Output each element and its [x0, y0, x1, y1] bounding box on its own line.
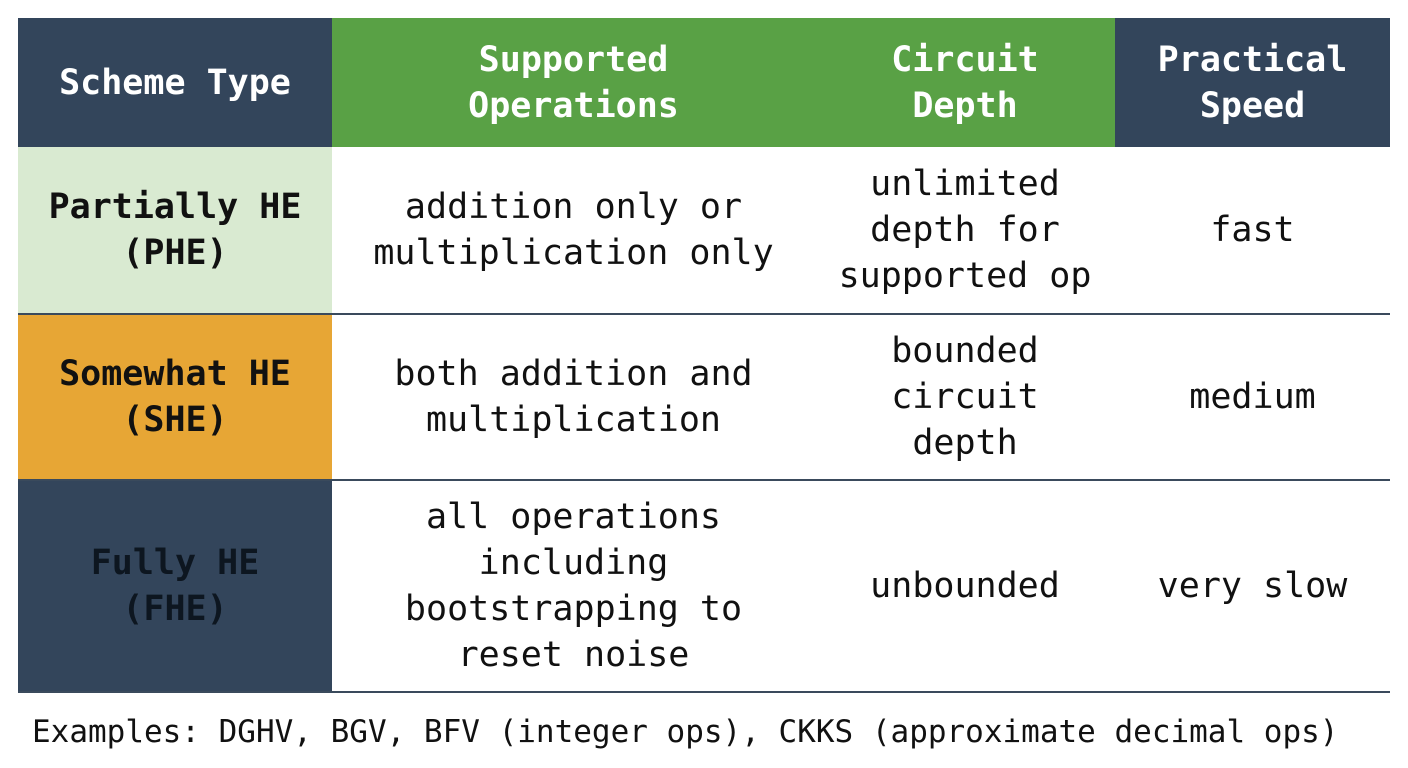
- row-she-operations: both addition and multiplication: [332, 313, 815, 479]
- examples-footnote: Examples: DGHV, BGV, BFV (integer ops), …: [32, 714, 1339, 750]
- row-she-depth: bounded circuit depth: [815, 313, 1115, 479]
- row-phe-depth: unlimited depth for supported op: [815, 147, 1115, 313]
- row-she-scheme: Somewhat HE (SHE): [18, 313, 332, 479]
- row-fhe-speed: very slow: [1115, 479, 1390, 691]
- row-phe-speed: fast: [1115, 147, 1390, 313]
- row-she-speed: medium: [1115, 313, 1390, 479]
- row-fhe-scheme: Fully HE (FHE): [18, 479, 332, 691]
- comparison-table: Scheme Type Supported Operations Circuit…: [18, 18, 1390, 693]
- header-practical-speed: Practical Speed: [1115, 18, 1390, 147]
- row-phe-scheme: Partially HE (PHE): [18, 147, 332, 313]
- header-supported-operations: Supported Operations: [332, 18, 815, 147]
- row-fhe-operations: all operations including bootstrapping t…: [332, 479, 815, 691]
- header-circuit-depth: Circuit Depth: [815, 18, 1115, 147]
- header-scheme-type: Scheme Type: [18, 18, 332, 147]
- row-phe-operations: addition only or multiplication only: [332, 147, 815, 313]
- row-fhe-depth: unbounded: [815, 479, 1115, 691]
